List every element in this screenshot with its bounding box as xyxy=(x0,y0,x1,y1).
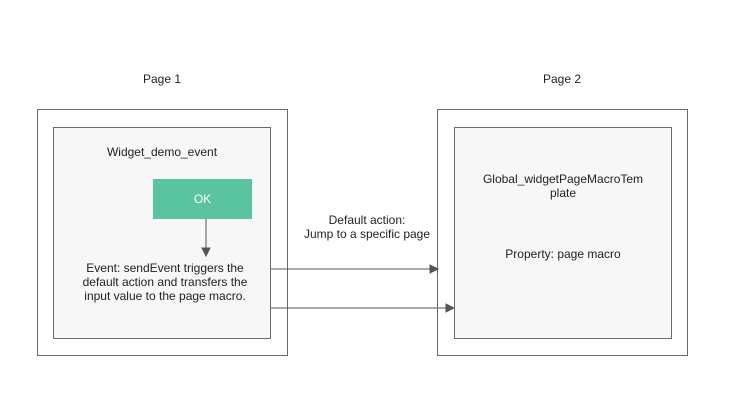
ok-to-event-arrowhead xyxy=(201,247,211,258)
page-2-title: Page 2 xyxy=(542,72,582,86)
macro-transfer-arrowhead xyxy=(445,303,456,313)
widget-demo-event-container xyxy=(53,127,271,339)
page-1-title: Page 1 xyxy=(142,72,182,86)
default-action-arrowhead xyxy=(429,264,440,274)
page-macro-template-container xyxy=(454,127,672,339)
widget-name-label: Widget_demo_event xyxy=(106,145,218,159)
property-label: Property: page macro xyxy=(505,247,621,261)
ok-button[interactable]: OK xyxy=(153,179,252,219)
event-description: Event: sendEvent triggers the default ac… xyxy=(82,261,248,303)
default-action-label: Default action: Jump to a specific page xyxy=(303,213,431,241)
template-name-label: Global_widgetPageMacroTem plate xyxy=(482,172,644,200)
